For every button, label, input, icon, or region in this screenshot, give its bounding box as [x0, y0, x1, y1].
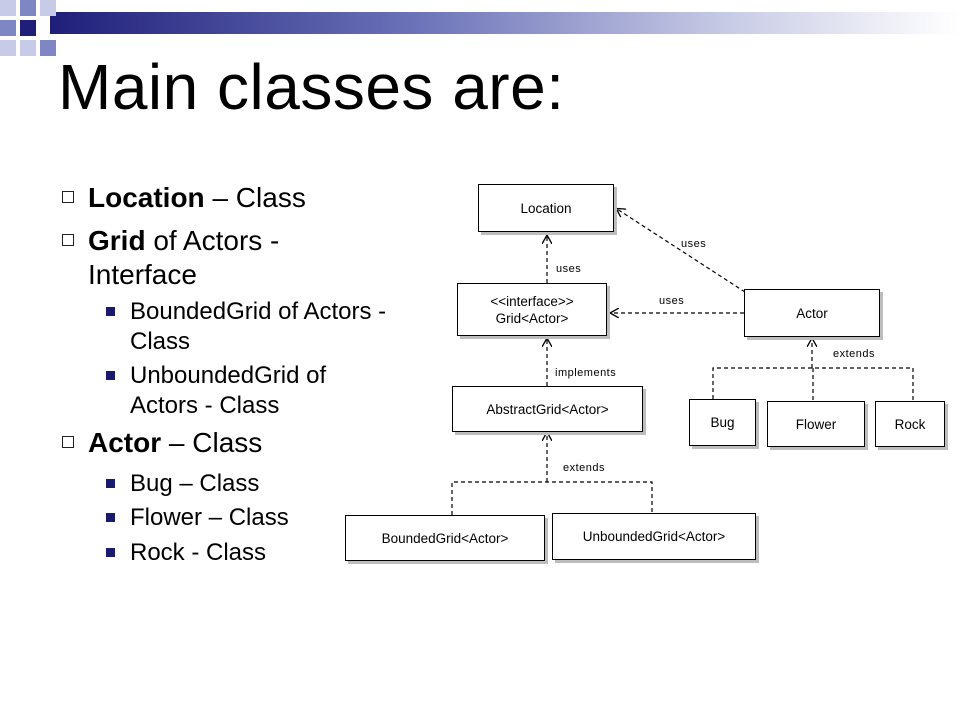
bullet-bold-term: Location: [88, 182, 205, 213]
square-bullet-icon: [106, 479, 115, 488]
subitem-rock: Rock - Class: [106, 538, 370, 568]
node-label: AbstractGrid<Actor>: [486, 401, 609, 417]
header-gradient-bar: [50, 12, 960, 34]
edge-label-implements: implements: [555, 367, 617, 379]
corner-square-7: [40, 40, 56, 56]
node-unboundedgrid: UnboundedGrid<Actor>: [552, 513, 756, 560]
corner-square-3: [40, 0, 56, 16]
edge-label-extends-abstract: extends: [563, 462, 606, 474]
corner-square-8: [20, 40, 36, 56]
hollow-square-bullet-icon: [62, 436, 74, 448]
corner-square-2: [20, 0, 36, 16]
slide-title: Main classes are:: [58, 51, 565, 123]
node-boundedgrid: BoundedGrid<Actor>: [345, 515, 545, 561]
bullet-location: Location – Class: [62, 181, 388, 215]
bullet-bold-term: Grid: [88, 225, 146, 256]
edge-label-actor-uses-location: uses: [681, 238, 707, 250]
node-label: Location: [520, 200, 572, 216]
node-label: Flower: [795, 416, 837, 432]
subitem-text: UnboundedGrid of Actors - Class: [130, 362, 327, 419]
corner-square-5: [20, 20, 36, 36]
corner-square-4: [0, 20, 16, 36]
node-label: Rock: [894, 416, 926, 432]
node-label: BoundedGrid<Actor>: [381, 530, 509, 546]
edge-label-grid-uses-location: uses: [556, 263, 582, 275]
node-abstractgrid: AbstractGrid<Actor>: [452, 386, 643, 432]
node-bug: Bug: [689, 399, 756, 446]
bullet-grid: Grid of Actors - Interface: [62, 224, 338, 292]
edge-actor-uses-location: [617, 209, 746, 293]
node-label: Bug: [710, 415, 735, 430]
subitem-unboundedgrid: UnboundedGrid of Actors - Class: [106, 361, 370, 421]
subitem-flower: Flower – Class: [106, 503, 370, 533]
node-grid-interface: <<interface>> Grid<Actor>: [457, 283, 607, 336]
node-label: Actor: [796, 305, 828, 321]
subitem-text: Rock - Class: [130, 539, 267, 566]
square-bullet-icon: [106, 371, 115, 380]
square-bullet-icon: [106, 548, 115, 557]
node-label: UnboundedGrid<Actor>: [582, 529, 726, 544]
bullet-actor: Actor – Class: [62, 426, 388, 460]
bullet-rest: – Class: [161, 427, 263, 458]
edge-label-extends-actor: extends: [833, 348, 876, 360]
subitem-bug: Bug – Class: [106, 469, 370, 499]
corner-square-1: [0, 0, 16, 16]
subitem-text: Flower – Class: [130, 504, 289, 531]
hollow-square-bullet-icon: [62, 234, 74, 246]
subitem-text: BoundedGrid of Actors - Class: [130, 298, 387, 355]
hollow-square-bullet-icon: [62, 191, 74, 203]
square-bullet-icon: [106, 307, 115, 316]
edge-extends-abstract-branch: [451, 481, 653, 515]
node-stereotype: <<interface>>: [490, 293, 574, 309]
corner-square-6: [0, 40, 16, 56]
node-rock: Rock: [875, 401, 945, 447]
subitem-boundedgrid: BoundedGrid of Actors - Class: [106, 297, 410, 357]
bullet-bold-term: Actor: [88, 427, 162, 458]
subitem-text: Bug – Class: [130, 470, 260, 497]
square-bullet-icon: [106, 513, 115, 522]
node-location: Location: [478, 184, 614, 232]
node-actor: Actor: [744, 289, 880, 337]
bullet-rest: – Class: [204, 182, 306, 213]
edge-label-actor-uses-grid: uses: [659, 295, 685, 307]
node-label: Grid<Actor>: [495, 310, 569, 326]
node-flower: Flower: [767, 401, 865, 447]
edge-extends-actor-branch: [712, 367, 914, 401]
bullet-rest: of Actors - Interface: [88, 225, 280, 290]
